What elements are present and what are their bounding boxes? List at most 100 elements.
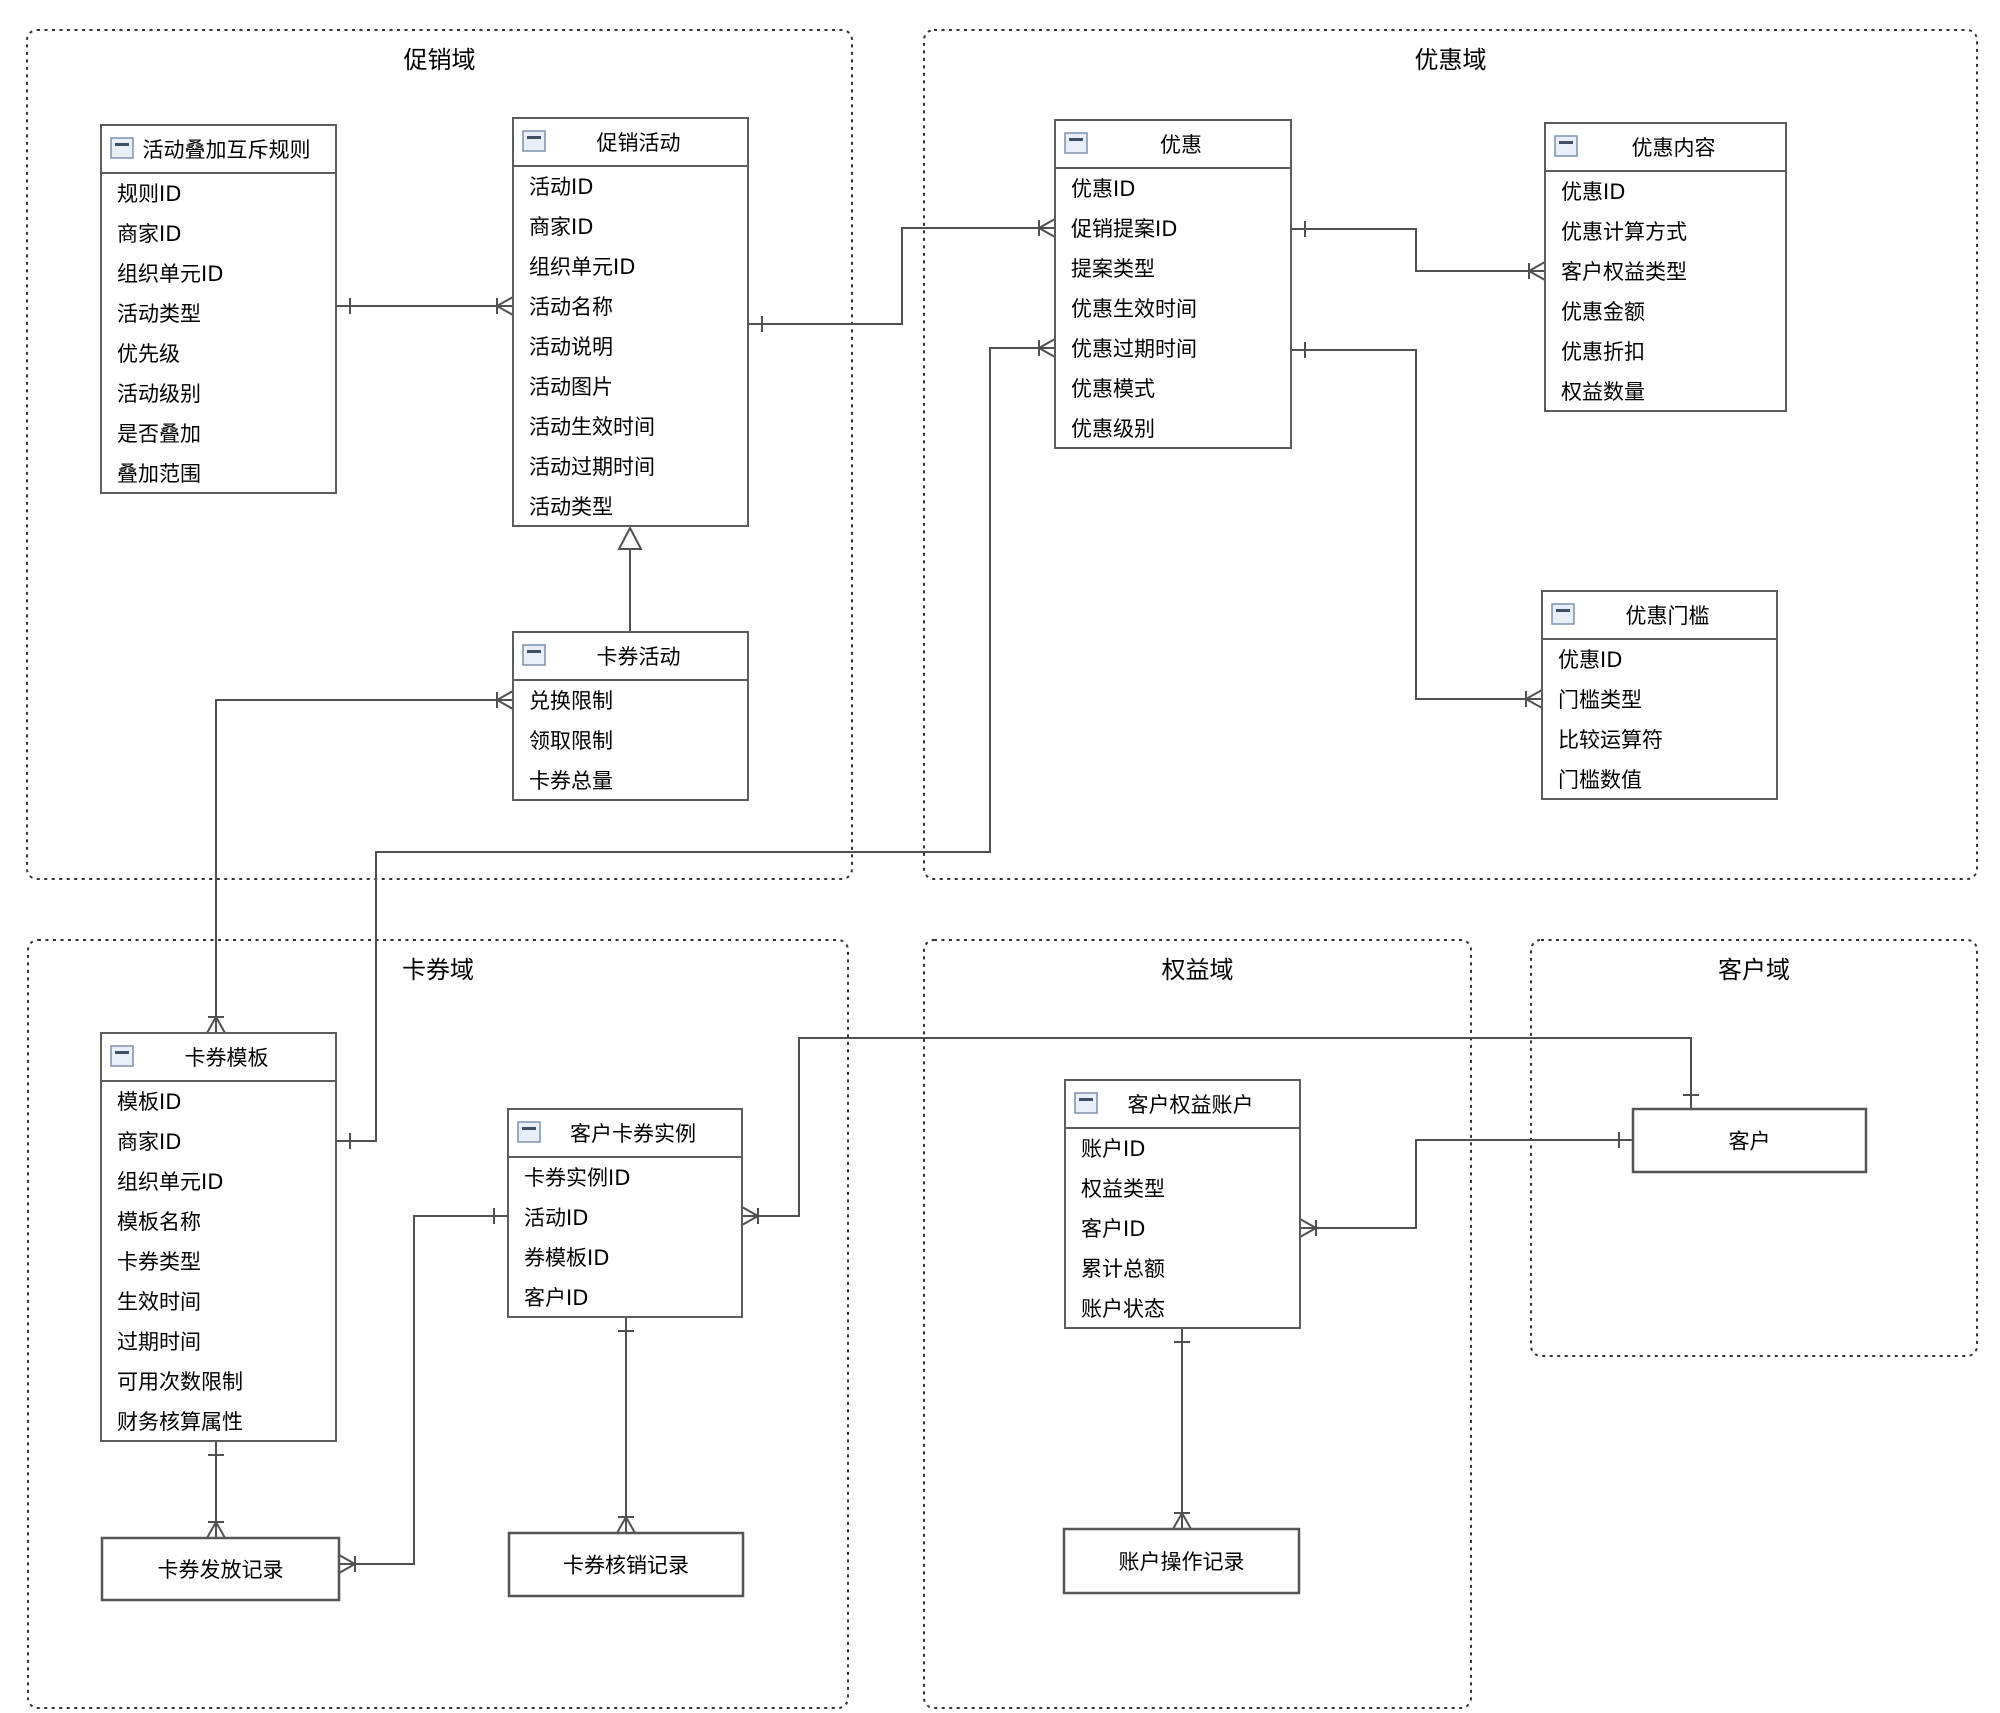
entity-field-discount-content-5: 权益数量 bbox=[1561, 380, 1645, 404]
entity-field-coupon-template-3: 模板名称 bbox=[117, 1210, 201, 1234]
connector-line-promo-activity-to-discount[interactable] bbox=[748, 227, 1055, 325]
entity-field-discount-threshold-0: 优惠ID bbox=[1558, 648, 1622, 672]
cardinality-many-marker bbox=[616, 1514, 636, 1534]
entity-box-customer-rights-account[interactable] bbox=[1064, 1079, 1301, 1329]
connector-line-coupon-activity-to-template[interactable] bbox=[215, 699, 513, 1033]
entity-coupon-template[interactable]: 卡券模板模板ID商家ID组织单元ID模板名称卡券类型生效时间过期时间可用次数限制… bbox=[100, 1032, 337, 1442]
entity-box-coupon-activity[interactable] bbox=[512, 631, 749, 801]
entity-field-promo-activity-7: 活动过期时间 bbox=[529, 455, 655, 479]
collapse-icon-frame bbox=[522, 130, 546, 152]
entity-field-discount-0: 优惠ID bbox=[1071, 177, 1135, 201]
entity-field-coupon-template-2: 组织单元ID bbox=[117, 1170, 223, 1194]
connector-promo-activity-to-discount[interactable] bbox=[748, 218, 1056, 332]
collapse-icon[interactable] bbox=[517, 1121, 541, 1143]
entity-activity-stack-rule[interactable]: 活动叠加互斥规则规则ID商家ID组织单元ID活动类型优先级活动级别是否叠加叠加范… bbox=[100, 124, 337, 494]
entity-title-coupon-template: 卡券模板 bbox=[185, 1046, 269, 1070]
connector-rights-account-to-customer[interactable] bbox=[1299, 1132, 1633, 1238]
connector-line-coupon-instance-to-customer[interactable] bbox=[742, 1037, 1692, 1217]
connector-coupon-instance-to-redeem-record[interactable] bbox=[616, 1317, 636, 1534]
collapse-icon[interactable] bbox=[110, 137, 134, 159]
entity-field-promo-activity-2: 组织单元ID bbox=[529, 255, 635, 279]
connector-line-rights-account-to-customer[interactable] bbox=[1300, 1139, 1633, 1229]
entity-field-activity-stack-rule-6: 是否叠加 bbox=[117, 422, 201, 446]
cardinality-many-marker bbox=[1036, 218, 1056, 238]
entity-title-discount-threshold: 优惠门槛 bbox=[1626, 604, 1710, 628]
domain-discount: 优惠域 bbox=[923, 29, 1978, 880]
entity-box-activity-stack-rule[interactable] bbox=[100, 124, 337, 494]
connector-line-discount-to-content[interactable] bbox=[1291, 228, 1545, 272]
cardinality-many-marker bbox=[494, 296, 514, 316]
entity-title-discount: 优惠 bbox=[1160, 133, 1202, 157]
collapse-icon-frame bbox=[1554, 135, 1578, 157]
entity-field-coupon-template-8: 财务核算属性 bbox=[117, 1410, 243, 1434]
connector-coupon-instance-to-issue-record[interactable] bbox=[338, 1208, 508, 1574]
collapse-icon-frame bbox=[1074, 1092, 1098, 1114]
connector-line-coupon-instance-to-issue-record[interactable] bbox=[339, 1215, 508, 1565]
box-account-operation-record[interactable]: 账户操作记录 bbox=[1062, 1527, 1301, 1595]
connector-coupon-instance-to-customer[interactable] bbox=[741, 1037, 1699, 1226]
collapse-icon[interactable] bbox=[1064, 132, 1088, 154]
entity-field-coupon-activity-2: 卡券总量 bbox=[529, 769, 613, 793]
collapse-icon[interactable] bbox=[1551, 603, 1575, 625]
entity-field-customer-rights-account-4: 账户状态 bbox=[1081, 1297, 1165, 1321]
connector-template-to-issue-record[interactable] bbox=[206, 1441, 226, 1539]
collapse-icon[interactable] bbox=[110, 1045, 134, 1067]
entity-field-discount-5: 优惠模式 bbox=[1071, 377, 1155, 401]
entity-title-coupon-activity: 卡券活动 bbox=[597, 645, 681, 669]
collapse-icon[interactable] bbox=[1554, 135, 1578, 157]
entity-field-discount-content-0: 优惠ID bbox=[1561, 180, 1625, 204]
entity-field-customer-coupon-instance-3: 客户ID bbox=[524, 1286, 588, 1310]
connector-discount-to-threshold[interactable] bbox=[1291, 342, 1543, 709]
cardinality-many-marker bbox=[494, 690, 514, 710]
connector-rule-to-promo-activity[interactable] bbox=[336, 296, 514, 316]
domain-label-rights: 权益域 bbox=[1162, 956, 1234, 984]
connector-template-to-discount[interactable] bbox=[336, 338, 1056, 1149]
cardinality-many-marker bbox=[1172, 1510, 1192, 1530]
entity-field-coupon-template-6: 过期时间 bbox=[117, 1330, 201, 1354]
connector-coupon-activity-to-template[interactable] bbox=[206, 690, 514, 1034]
entity-field-discount-4: 优惠过期时间 bbox=[1071, 337, 1197, 361]
entity-field-coupon-activity-1: 领取限制 bbox=[529, 729, 613, 753]
domain-label-customer: 客户域 bbox=[1718, 956, 1790, 984]
entity-field-discount-threshold-1: 门槛类型 bbox=[1558, 688, 1642, 712]
box-frame-customer[interactable] bbox=[1631, 1107, 1868, 1174]
collapse-icon-frame bbox=[522, 644, 546, 666]
collapse-icon[interactable] bbox=[1074, 1092, 1098, 1114]
entity-box-coupon-template[interactable] bbox=[100, 1032, 337, 1442]
entity-promo-activity[interactable]: 促销活动活动ID商家ID组织单元ID活动名称活动说明活动图片活动生效时间活动过期… bbox=[512, 117, 749, 527]
entity-field-coupon-template-0: 模板ID bbox=[117, 1090, 181, 1114]
domain-promotion: 促销域 bbox=[26, 29, 853, 880]
domain-customer: 客户域 bbox=[1530, 939, 1978, 1357]
connector-rights-account-to-operation-record[interactable] bbox=[1172, 1328, 1192, 1530]
box-customer[interactable]: 客户 bbox=[1631, 1107, 1868, 1174]
entity-field-customer-rights-account-0: 账户ID bbox=[1081, 1137, 1145, 1161]
entity-field-activity-stack-rule-4: 优先级 bbox=[117, 342, 180, 366]
box-frame-account-operation-record[interactable] bbox=[1062, 1527, 1301, 1595]
entity-field-coupon-template-1: 商家ID bbox=[117, 1130, 181, 1154]
entity-box-discount[interactable] bbox=[1054, 119, 1292, 449]
connector-line-template-to-discount[interactable] bbox=[336, 347, 1055, 1142]
connector-discount-to-content[interactable] bbox=[1291, 221, 1546, 281]
domain-label-promotion: 促销域 bbox=[404, 46, 476, 74]
box-frame-coupon-redeem-record[interactable] bbox=[507, 1531, 745, 1598]
entity-box-customer-coupon-instance[interactable] bbox=[507, 1108, 743, 1318]
box-frame-coupon-issue-record[interactable] bbox=[100, 1536, 341, 1602]
entity-box-discount-threshold[interactable] bbox=[1541, 590, 1778, 800]
entity-field-discount-content-2: 客户权益类型 bbox=[1561, 260, 1687, 284]
box-coupon-issue-record[interactable]: 卡券发放记录 bbox=[100, 1536, 341, 1602]
connector-coupon-activity-generalization[interactable] bbox=[617, 525, 643, 632]
collapse-icon[interactable] bbox=[522, 644, 546, 666]
entity-box-promo-activity[interactable] bbox=[512, 117, 749, 527]
collapse-icon[interactable] bbox=[522, 130, 546, 152]
domain-boundary-coupon bbox=[27, 939, 849, 1709]
box-coupon-redeem-record[interactable]: 卡券核销记录 bbox=[507, 1531, 745, 1598]
collapse-icon-frame bbox=[110, 137, 134, 159]
connector-line-discount-to-threshold[interactable] bbox=[1291, 349, 1542, 700]
generalization-triangle-marker bbox=[617, 525, 643, 550]
